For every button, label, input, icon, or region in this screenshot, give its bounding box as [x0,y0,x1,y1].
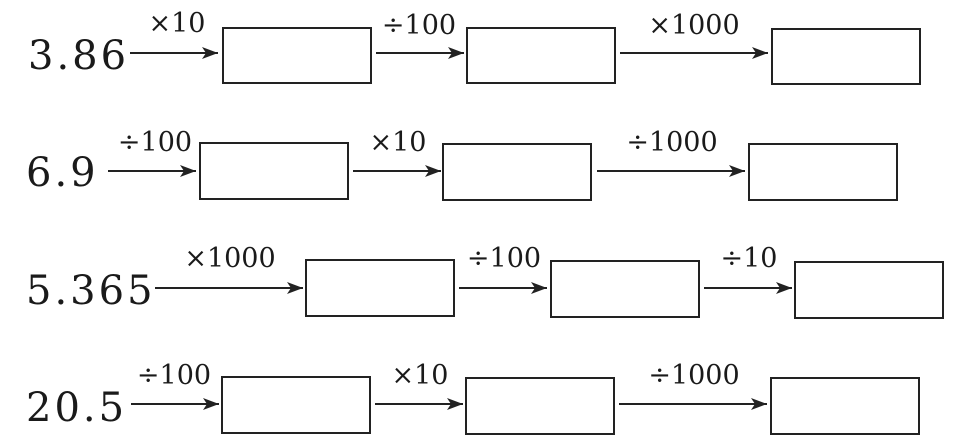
answer-box[interactable] [221,376,371,434]
operation-label: ÷1000 [648,360,740,391]
operation-label: ÷100 [466,243,542,274]
arrow-icon [619,398,767,410]
arrow-icon [597,165,745,177]
answer-box[interactable] [794,261,944,319]
operation-label: ÷1000 [626,127,718,158]
answer-box[interactable] [550,260,700,318]
arrow-icon [459,282,547,294]
chain-row-2: 6.9 ÷100 ×10 ÷1000 [0,0,959,201]
arrow-icon [108,165,196,177]
answer-box[interactable] [466,27,616,84]
start-number: 20.5 [26,385,128,431]
chain-row-1: 3.86 ×10 ÷100 ×1000 [0,0,959,100]
answer-box[interactable] [770,377,920,435]
chain-row-3: 5.365 ×1000 ÷100 ÷10 [0,0,959,319]
operation-label: ÷100 [136,360,212,391]
operation-label: ×10 [369,127,427,158]
arrow-icon [131,398,219,410]
arrow-icon [375,398,463,410]
arrow-icon [704,282,792,294]
start-number: 3.86 [28,33,130,79]
arrow-icon [376,47,464,59]
start-number: 5.365 [26,268,156,314]
answer-box[interactable] [305,259,455,317]
operation-label: ×1000 [648,10,740,41]
arrow-icon [620,47,768,59]
operation-label: ×10 [148,8,206,39]
answer-box[interactable] [199,142,349,200]
start-number: 6.9 [26,150,99,196]
answer-box[interactable] [442,143,592,201]
answer-box[interactable] [748,143,898,201]
operation-label: ×1000 [184,243,276,274]
operation-label: ×10 [391,360,449,391]
operation-label: ÷100 [117,127,193,158]
operation-label: ÷100 [381,10,457,41]
arrow-icon [130,47,218,59]
answer-box[interactable] [222,27,372,84]
arrow-icon [155,282,303,294]
operation-label: ÷10 [720,243,778,274]
answer-box[interactable] [465,377,615,435]
answer-box[interactable] [771,28,921,85]
arrow-icon [353,165,441,177]
